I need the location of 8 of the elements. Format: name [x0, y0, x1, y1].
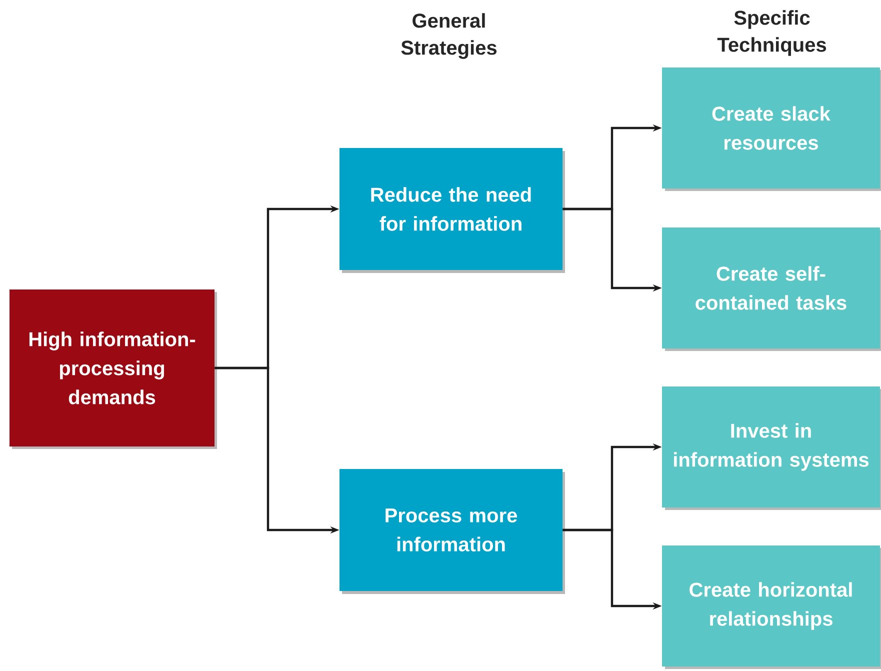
- process-box: Process more information: [340, 469, 565, 594]
- process-box: Create slack resources: [662, 68, 881, 191]
- process-box: Invest in information systems: [662, 386, 881, 510]
- column-heading: General Strategies: [401, 13, 497, 59]
- process-box: Reduce the need for information: [340, 148, 565, 273]
- process-box: High information-processing demands: [10, 290, 217, 449]
- process-box: Create horizontal relationships: [662, 546, 881, 669]
- process-box: Create self-contained tasks: [662, 228, 881, 351]
